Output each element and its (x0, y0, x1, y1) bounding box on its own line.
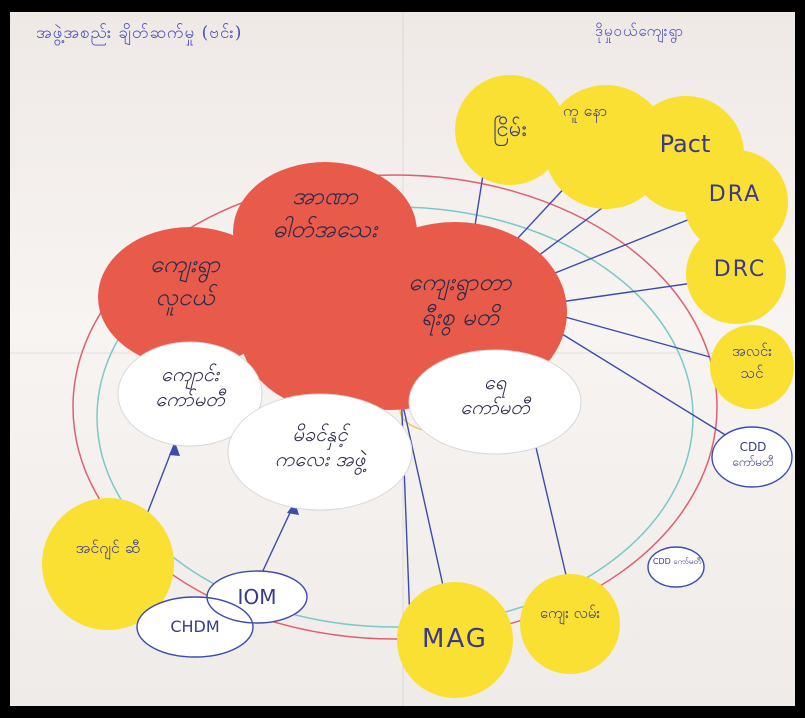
node-label-line1: ကျေးရွာတာ (408, 268, 512, 296)
white-node-outlines (136, 426, 793, 658)
node-school-committee: ကျောင်း ကော်မတီ (125, 364, 255, 410)
node-pact: Pact (659, 130, 711, 158)
node-cdd2: CDD ကော်မတီ (652, 557, 702, 566)
white-nodes (117, 341, 793, 658)
arrow-mag (399, 391, 451, 618)
node-label-line2: ကလေး အဖွဲ့ (274, 447, 366, 471)
node-mag: MAG (422, 624, 488, 654)
node-village-chief: ကျေးရွာ လူငယ် (110, 250, 260, 312)
arrow-cdd (561, 333, 741, 445)
outer-ring-red (72, 174, 718, 640)
arrow-drc (559, 281, 701, 303)
node-chdm: CHDM (170, 617, 220, 636)
node-ku-n: ကူ နော (562, 101, 608, 120)
diagram-svg (42, 75, 794, 698)
node-health: အလင်း သင် (732, 342, 772, 382)
node-label-line2: ဓါတ်အသေး (272, 215, 378, 244)
node-water-committee: ရေ ကော်မတီ (430, 372, 560, 418)
node-dra: DRA (708, 182, 762, 207)
node-myanmar: ငြိမ်း (492, 117, 528, 142)
node-label-line2: ရီးစွ မတိ (420, 303, 500, 332)
poster-title-right: ဒိုမှုဝယ်ကျေးရွာ (595, 22, 685, 40)
poster-frame: အဖွဲ့အစည်း ချိတ်ဆက်မှု (ဗင်း) ဒိုမှုဝယ်က… (10, 12, 795, 706)
poster-title-left: အဖွဲ့အစည်း ချိတ်ဆက်မှု (ဗင်း) (36, 23, 243, 43)
node-label-line1: ရေ (483, 370, 507, 394)
arrow-dra (544, 216, 696, 278)
node-village-head: ကျေးရွာတာ ရီးစွ မတိ (380, 268, 540, 332)
node-label-line2: ကော်မတီ (460, 395, 530, 419)
node-label-line1: အာဏာ (292, 182, 358, 210)
node-label-line2: ကော်မတီ (155, 387, 225, 411)
node-cdd: CDD ကော်မတီ (732, 440, 774, 469)
arrow-health (564, 316, 711, 358)
node-label-line1: ကျောင်း (161, 362, 219, 386)
yellow-nodes (42, 75, 794, 698)
arrow-iom (259, 501, 296, 578)
node-village-admin: အာဏာ ဓါတ်အသေး (250, 182, 400, 244)
node-label-line2: လူငယ် (155, 283, 215, 312)
node-label-line1: မိခင်နှင့် (292, 422, 348, 446)
node-iom: IOM (237, 585, 277, 609)
node-label-line1: ကျေးရွာ (149, 250, 221, 278)
node-mother-child: မိခင်နှင့် ကလေး အဖွဲ့ (235, 424, 405, 470)
node-village-road: ကျေး လမ်း (539, 604, 601, 622)
node-ag: အင်ဂျင် ဆီ (75, 538, 141, 557)
node-drc: DRC (713, 257, 767, 282)
arrow-village-road (529, 421, 571, 593)
